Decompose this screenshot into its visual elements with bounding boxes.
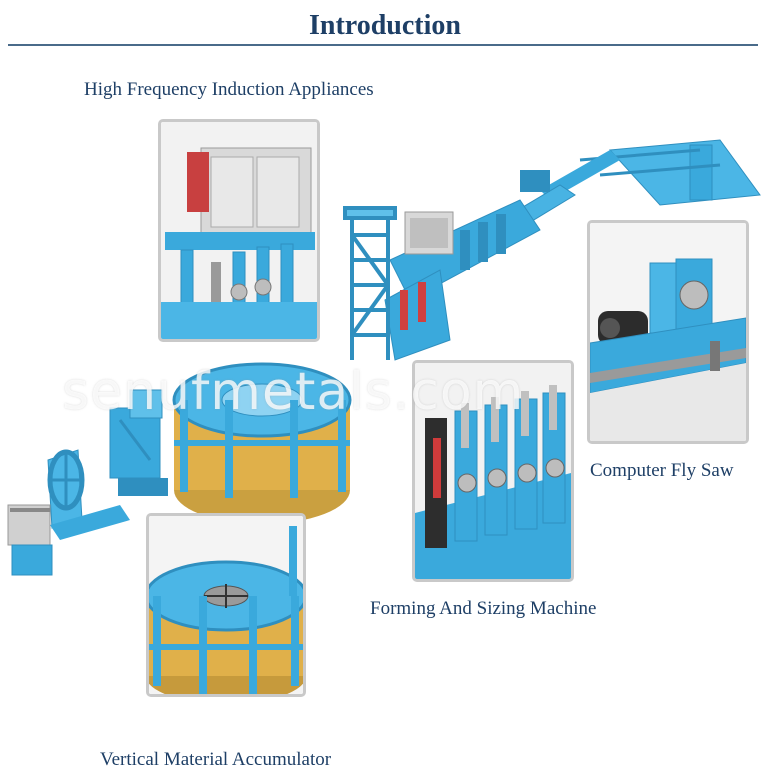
watermark: senufmetals.com: [62, 362, 525, 422]
label-fly-saw: Computer Fly Saw: [590, 460, 734, 481]
forming-panel: [412, 360, 574, 582]
label-induction: High Frequency Induction Appliances: [84, 79, 374, 100]
shear-welder: [109, 389, 168, 496]
background-mill: [384, 199, 541, 361]
title-divider: [8, 44, 758, 46]
ladder-tower: [343, 206, 397, 360]
loading-stand: [7, 504, 53, 576]
induction-panel: [158, 119, 320, 342]
fly-saw-panel: [587, 220, 749, 444]
uncoiler: [47, 449, 130, 540]
induction-machine-image: [161, 122, 317, 339]
accumulator-drum: [172, 362, 352, 524]
page-title: Introduction: [309, 10, 461, 41]
label-accumulator: Vertical Material Accumulator: [100, 749, 332, 770]
accumulator-image: [149, 516, 303, 694]
forming-machine-image: [415, 363, 571, 579]
accumulator-panel: [146, 513, 306, 697]
label-forming: Forming And Sizing Machine: [370, 598, 597, 619]
fly-saw-image: [590, 223, 746, 441]
output-table: [579, 139, 761, 206]
